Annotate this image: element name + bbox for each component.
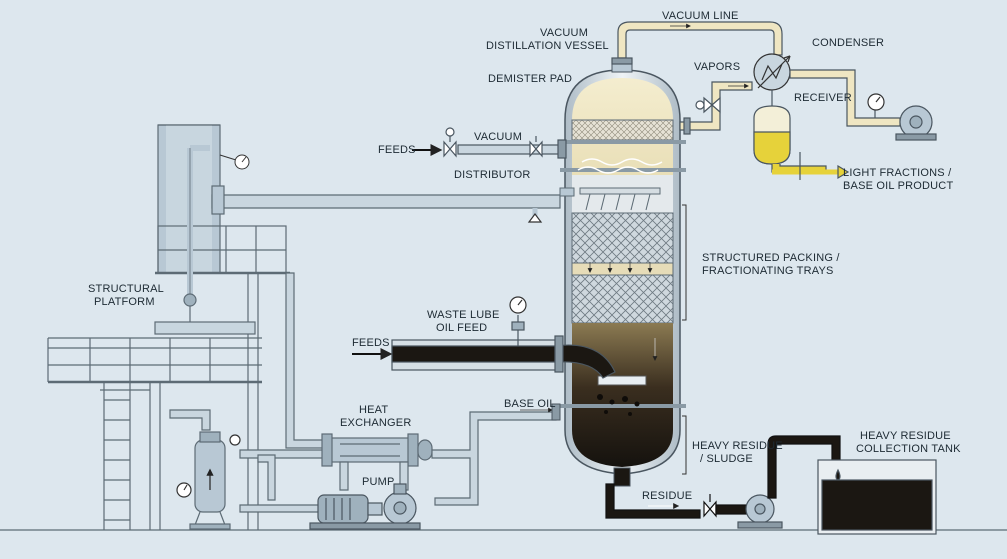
vacuum-feed-pipe: [443, 127, 567, 159]
receiver-vessel: [753, 90, 850, 180]
packing-bracket: [682, 204, 687, 321]
label-demister: DEMISTER PAD: [488, 73, 573, 85]
structural-platform: [47, 124, 290, 530]
label-tank-line2: COLLECTION TANK: [856, 443, 961, 455]
vapor-pipe: [679, 81, 753, 135]
label-pump: PUMP: [362, 476, 395, 488]
residue-bracket: [682, 415, 687, 475]
label-feeds-top: FEEDS: [378, 144, 416, 156]
process-pipes: [169, 272, 341, 513]
flow-arrows: [587, 262, 658, 361]
label-condenser: CONDENSER: [812, 37, 885, 49]
label-feeds-bottom: FEEDS: [352, 337, 390, 349]
vapor-waves: [577, 158, 663, 174]
residue-pipe: [605, 435, 841, 529]
label-residue: RESIDUE: [642, 490, 693, 502]
vacuum-pump-icon: [895, 105, 937, 141]
pressure-gauge-icon: [219, 154, 250, 170]
label-vacuum-line: VACUUM LINE: [662, 10, 739, 22]
label-waste-line2: OIL FEED: [436, 322, 488, 334]
filter-vessel: [176, 431, 241, 530]
label-waste-line1: WASTE LUBE: [427, 309, 500, 321]
label-distributor: DISTRIBUTOR: [454, 169, 531, 181]
label-receiver: RECEIVER: [794, 92, 852, 104]
base-oil-flange: [551, 403, 561, 421]
label-packing-line2: FRACTIONATING TRAYS: [702, 265, 834, 277]
distillation-vessel: [560, 57, 686, 487]
oil-droplets: [597, 394, 640, 416]
waste-oil-feed-pipe: [391, 296, 616, 379]
label-hx-line1: HEAT: [359, 404, 389, 416]
distributor-spray: [559, 187, 661, 211]
vacuum-line-pipe: [611, 21, 783, 65]
label-vacuum: VACUUM: [474, 131, 523, 143]
label-heavy-line1: HEAVY RESIDUE: [692, 440, 783, 452]
pump-icon: [309, 483, 421, 530]
label-vessel-line2: DISTILLATION VESSEL: [486, 40, 609, 52]
label-heavy-line2: / SLUDGE: [700, 453, 753, 465]
label-light-line2: BASE OIL PRODUCT: [843, 180, 954, 192]
label-tank-line1: HEAVY RESIDUE: [860, 430, 951, 442]
label-light-line1: LIGHT FRACTIONS /: [843, 167, 952, 179]
label-vessel-line1: VACUUM: [540, 27, 589, 39]
label-platform-line1: STRUCTURAL: [88, 283, 164, 295]
tank-outlet-pipe: [183, 145, 561, 307]
label-packing-line1: STRUCTURED PACKING /: [702, 252, 840, 264]
label-vapors: VAPORS: [694, 61, 741, 73]
collection-tank: [817, 459, 937, 535]
label-platform-line2: PLATFORM: [94, 296, 155, 308]
label-base-oil: BASE OIL: [504, 398, 556, 410]
label-hx-line2: EXCHANGER: [340, 417, 412, 429]
heat-exchanger: [321, 411, 557, 506]
condenser-icon: [753, 53, 791, 91]
